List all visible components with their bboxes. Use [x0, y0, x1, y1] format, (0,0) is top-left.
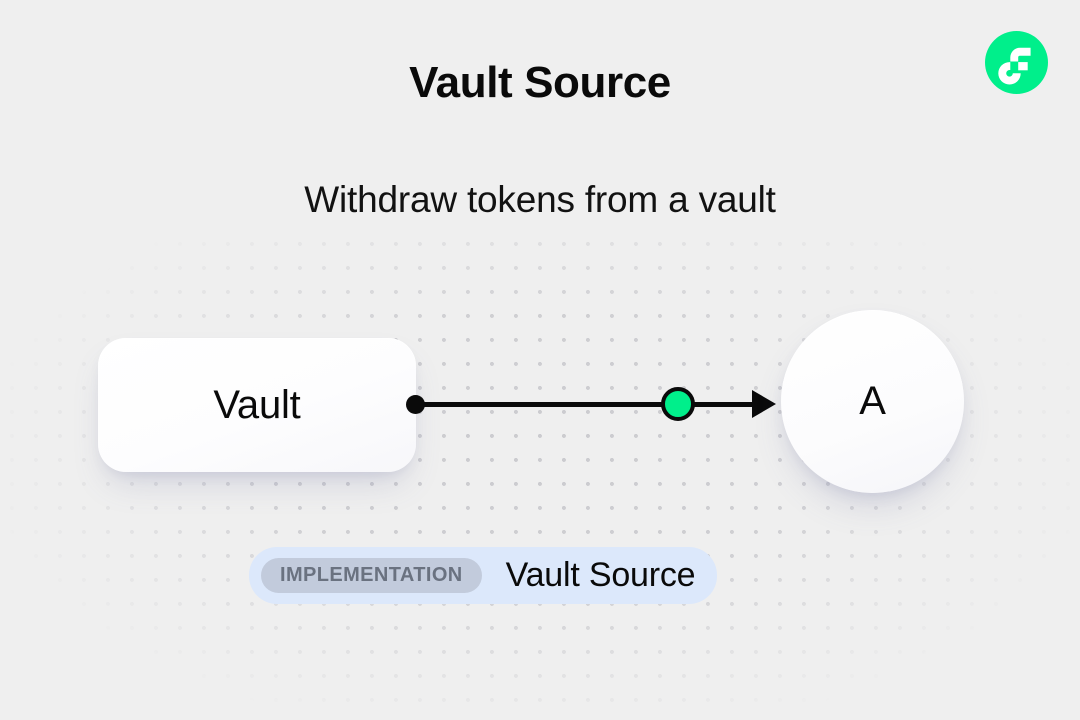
node-vault-label: Vault — [213, 382, 301, 427]
implementation-chip-label: IMPLEMENTATION — [261, 558, 482, 593]
edge-arrowhead-icon — [752, 390, 776, 418]
edge-line — [416, 402, 755, 407]
node-a-label: A — [859, 379, 886, 423]
node-a[interactable]: A — [781, 310, 964, 493]
page-subtitle: Withdraw tokens from a vault — [304, 179, 776, 220]
edge-source-dot — [406, 395, 425, 414]
implementation-name: Vault Source — [505, 556, 696, 594]
dot-grid-background — [0, 236, 1080, 706]
edge-midpoint-dot[interactable] — [661, 387, 695, 421]
node-vault[interactable]: Vault — [98, 338, 416, 472]
implementation-badge: IMPLEMENTATION Vault Source — [249, 547, 718, 604]
flow-logo-icon — [985, 31, 1048, 94]
page-title: Vault Source — [409, 58, 671, 107]
